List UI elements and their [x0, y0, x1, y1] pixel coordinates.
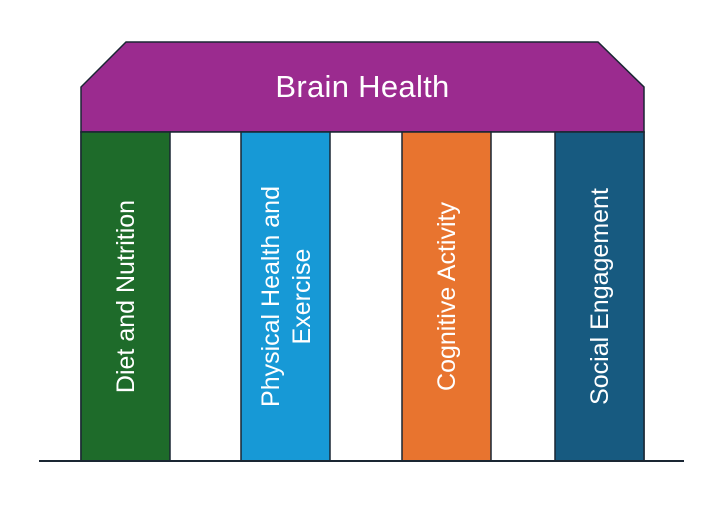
pillar-label-diet-nutrition: Diet and Nutrition — [111, 199, 140, 394]
roof-title: Brain Health — [275, 69, 450, 104]
pillar-physical-health — [240, 131, 331, 462]
pillar-label-social-engagement: Social Engagement — [585, 188, 614, 405]
pillar-backing — [80, 131, 645, 462]
pillar-label-physical-health: Physical Health and Exercise — [256, 186, 316, 407]
pillar-cognitive-activity — [401, 131, 492, 462]
pillar-label-cognitive-activity: Cognitive Activity — [432, 202, 461, 391]
pillar-social-engagement — [554, 131, 645, 462]
